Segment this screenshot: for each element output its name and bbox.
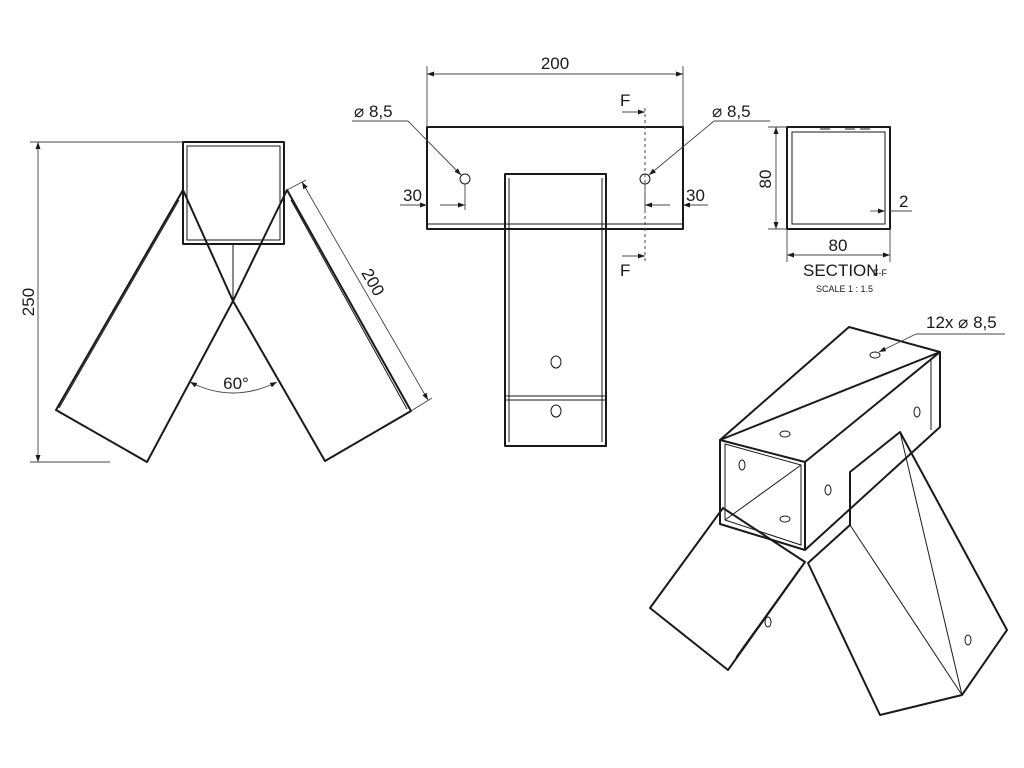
- section-width-dimension: 80: [829, 236, 848, 255]
- section-mark-top: F: [620, 91, 630, 110]
- top-plate: [426, 126, 684, 230]
- iso-left-leg: [649, 507, 806, 671]
- left-leg: [55, 189, 234, 463]
- section-title-suffix: F-F: [873, 268, 887, 278]
- section-title: SECTION: [803, 261, 879, 280]
- section-mark-bottom: F: [620, 261, 630, 280]
- section-inner: [791, 131, 886, 225]
- iso-top-tube: [719, 326, 941, 551]
- right-leg: [232, 189, 412, 462]
- section-view: 80 80 2 SECTION F-F SCALE 1 : 1.5: [756, 126, 912, 294]
- height-dimension: 250: [19, 288, 38, 316]
- offset-left-dimension: 30: [403, 186, 422, 205]
- angle-dimension: 60°: [223, 374, 249, 393]
- width-dimension: 200: [541, 54, 569, 73]
- section-height-dimension: 80: [756, 170, 775, 189]
- section-outer: [786, 126, 891, 230]
- leg-length-dimension: 200: [357, 265, 388, 299]
- isometric-view: 12x ⌀ 8,5: [649, 313, 1008, 716]
- stem-hole: [550, 355, 562, 369]
- top-view: 200 ⌀ 8,5 ⌀ 8,5 30 30 F F: [352, 54, 770, 447]
- plate-hole-left: [459, 173, 471, 185]
- hole-right-diameter: ⌀ 8,5: [712, 102, 751, 121]
- section-scale: SCALE 1 : 1.5: [816, 284, 873, 294]
- stem-hole-lower: [550, 404, 562, 418]
- wall-thickness-dimension: 2: [899, 192, 908, 211]
- hole-left-diameter: ⌀ 8,5: [354, 102, 393, 121]
- iso-holes-label: 12x ⌀ 8,5: [926, 313, 997, 332]
- front-view: 250 200 60°: [19, 141, 433, 463]
- iso-right-leg: [807, 431, 1008, 716]
- stem-tube: [504, 173, 607, 447]
- offset-right-dimension: 30: [686, 186, 705, 205]
